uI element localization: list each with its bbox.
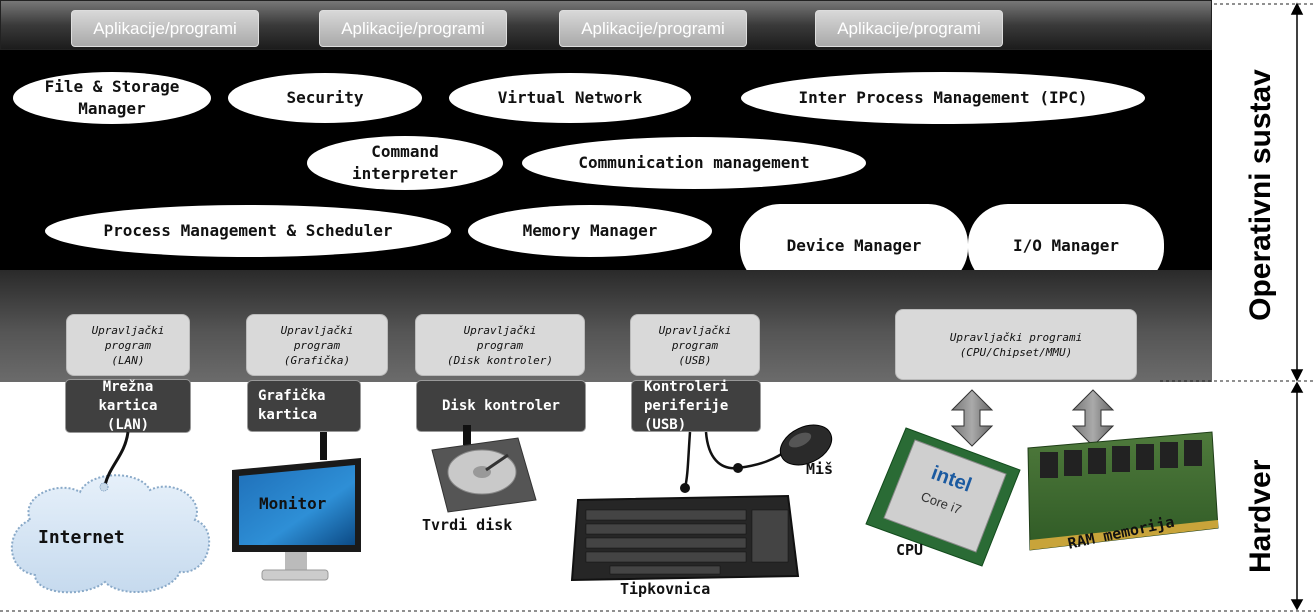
- file-storage-manager[interactable]: File & Storage Manager: [13, 72, 211, 124]
- application-box-3[interactable]: Aplikacije/programi: [559, 10, 747, 47]
- keyboard-cable: [683, 431, 692, 489]
- monitor-label: Monitor: [259, 494, 327, 513]
- ipc-component[interactable]: Inter Process Management (IPC): [741, 72, 1145, 124]
- graphics-card[interactable]: Grafička kartica: [247, 380, 361, 432]
- virtual-network-component[interactable]: Virtual Network: [449, 73, 691, 123]
- ram-module-icon: [1027, 431, 1219, 551]
- network-card[interactable]: Mrežna kartica (LAN): [65, 379, 191, 433]
- driver-lan[interactable]: Upravljački program (LAN): [66, 314, 190, 376]
- os-range-arrow: [1290, 2, 1304, 382]
- application-box-2[interactable]: Aplikacije/programi: [319, 10, 507, 47]
- lan-connector: [99, 482, 109, 492]
- cpu-arrow-icon: [950, 389, 994, 447]
- process-management-scheduler[interactable]: Process Management & Scheduler: [45, 205, 451, 257]
- application-box-4[interactable]: Aplikacije/programi: [815, 10, 1003, 47]
- peripheral-controllers[interactable]: Kontroleri periferije (USB): [631, 379, 761, 433]
- driver-disk[interactable]: Upravljački program (Disk kontroler): [415, 314, 585, 376]
- command-interpreter[interactable]: Command interpreter: [307, 136, 503, 190]
- hardware-range-arrow: [1290, 381, 1304, 611]
- driver-graphics[interactable]: Upravljački program (Grafička): [246, 314, 388, 376]
- mouse-icon: [779, 424, 833, 466]
- application-box-1[interactable]: Aplikacije/programi: [71, 10, 259, 47]
- mouse-label: Miš: [806, 460, 834, 478]
- keyboard-label: Tipkovnica: [620, 580, 711, 598]
- driver-usb[interactable]: Upravljački program (USB): [630, 314, 760, 376]
- internet-cloud-icon: [10, 474, 211, 594]
- monitor-icon: [232, 458, 361, 581]
- hard-disk-icon: [431, 437, 537, 513]
- ram-arrow-icon: [1071, 389, 1115, 447]
- internet-label: Internet: [38, 527, 125, 548]
- hardware-side-label: Hardver: [1244, 459, 1277, 573]
- disk-cable: [463, 425, 471, 445]
- applications-bar: Aplikacije/programi Aplikacije/programi …: [0, 0, 1212, 50]
- security-component[interactable]: Security: [228, 73, 422, 123]
- keyboard-icon: [570, 494, 800, 582]
- memory-manager[interactable]: Memory Manager: [468, 205, 712, 257]
- mouse-cable: [704, 431, 791, 470]
- hard-disk-label: Tvrdi disk: [422, 516, 513, 534]
- graphics-cable: [320, 432, 327, 460]
- keyboard-connector: [680, 483, 690, 493]
- driver-cpu-chipset[interactable]: Upravljački programi (CPU/Chipset/MMU): [895, 309, 1137, 380]
- lan-cable: [103, 431, 130, 486]
- cpu-chip-icon: intel Core i7: [865, 427, 1021, 567]
- os-side-label: Operativni sustav: [1244, 69, 1277, 321]
- cpu-label: CPU: [896, 541, 924, 559]
- communication-management[interactable]: Communication management: [522, 137, 866, 189]
- mouse-connector: [733, 463, 743, 473]
- disk-controller[interactable]: Disk kontroler: [416, 380, 586, 432]
